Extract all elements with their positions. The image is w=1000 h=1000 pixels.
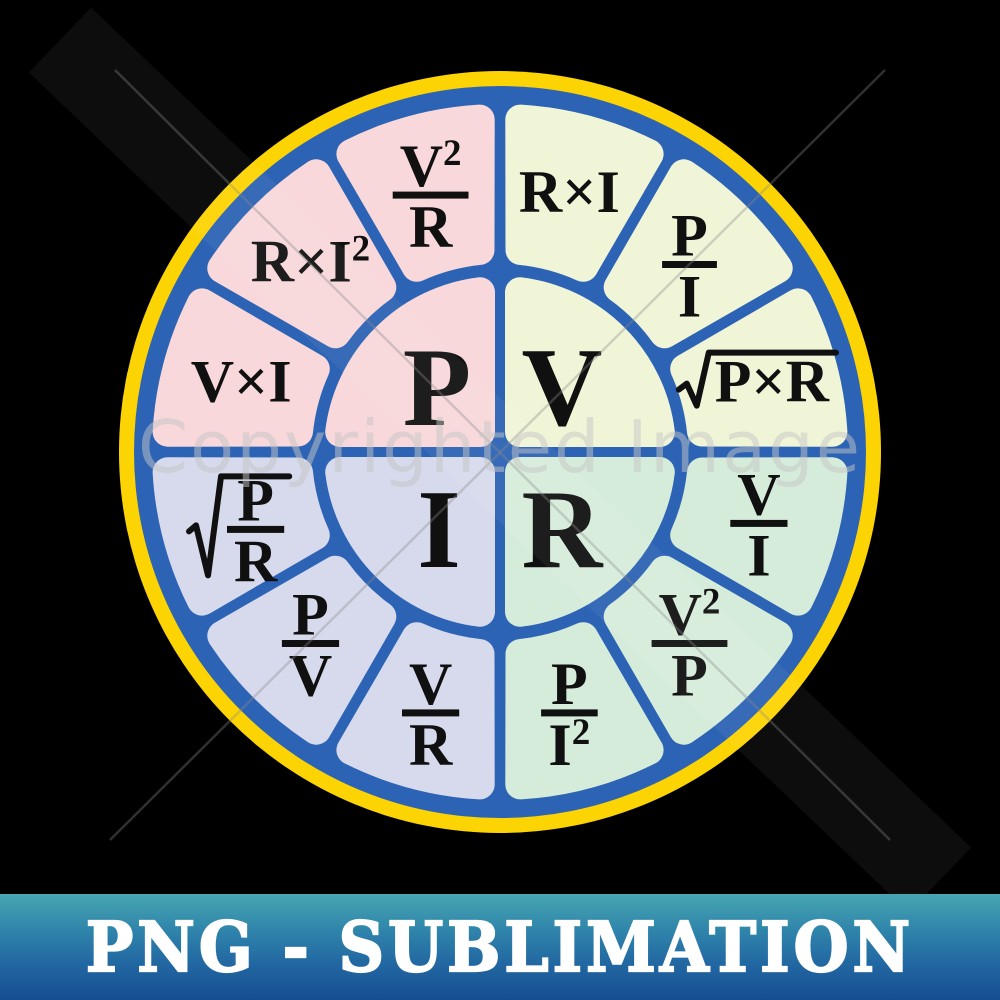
watermark-diagonal-line [109,69,886,841]
segment-V-over-I: VI [670,457,848,616]
formula-V-over-R: VR [402,651,460,778]
segment-R-times-I: R×I [505,104,664,282]
formula-text: P [551,651,588,717]
formula-text: V [737,461,780,527]
formula-text: R [409,194,453,260]
formula-V-times-I: V×I [191,349,292,415]
segment-P-over-I-squared: PI2 [505,622,664,800]
formula-text: V [409,651,452,717]
segment-sqrt-P-over-R: PR [152,457,330,616]
segment-V-squared-over-P: V2P [603,555,793,745]
segment-shape-V-over-I [670,457,848,616]
radical-sign [186,473,293,579]
inner-quadrant-voltage [505,277,675,447]
formula-P-over-V: PV [281,582,340,709]
segment-V-over-R: VR [336,622,495,800]
radical-sign [675,349,839,409]
formula-P-over-I: PI [662,202,717,329]
formula-R-times-I: R×I [519,159,620,225]
formula-V-squared-over-P: V2P [651,582,728,709]
banner: PNG - SUBLIMATION [0,894,1000,1000]
fraction-bar [402,709,460,717]
inner-quadrant-power [325,277,495,447]
watermark-text: Copyrighted Image [138,405,862,489]
formula-text: P [671,202,708,268]
quadrant-power: P V×I R×I2 V2R [152,104,495,450]
formula-text: V [289,643,332,709]
formula-text: P [292,582,329,648]
formula-V-over-I: VI [730,461,788,588]
formula-R-times-I-squared: R×I2 [251,228,370,294]
formula-text: R×I [519,159,620,225]
segment-sqrt-P-times-R: P×R [670,288,848,447]
segment-P-over-I: PI [603,159,793,349]
quadrant-letter-R: R [522,468,604,592]
segment-shape-P-over-I [603,159,793,349]
fraction-bar [281,640,340,647]
quadrant-letter-V: V [522,326,603,450]
watermark: Copyrighted Image [28,7,972,913]
segment-V-times-I: V×I [152,288,330,447]
formula-text: R [234,528,278,594]
fraction-bar [541,709,598,717]
watermark-glare-band [28,7,972,913]
formula-text: V2 [400,133,462,199]
formula-text: I [747,522,770,588]
fraction-bar [392,191,469,199]
banner-text: PNG - SUBLIMATION [85,906,915,988]
fraction-bar [227,525,285,533]
segment-P-over-V: PV [207,555,397,745]
formula-text: V×I [191,349,292,415]
inner-quadrant-resistance [505,457,675,627]
formula-text: P [671,643,708,709]
formula-text: I2 [548,712,590,778]
formula-text: R×I2 [251,228,370,294]
formula-sqrt-P-times-R: P×R [675,349,839,415]
formula-P-over-I-squared: PI2 [541,651,598,778]
formula-text: V2 [659,582,721,648]
segment-shape-V-squared-over-P [603,555,793,745]
fraction-bar [730,519,788,527]
quadrant-letter-P: P [403,326,471,450]
watermark-diagonal-line [114,69,891,841]
formula-text: P [237,467,274,533]
formula-text: P×R [715,349,830,415]
fraction-bar [662,261,717,268]
segment-V-squared-over-R: V2R [336,104,495,282]
segment-R-times-I-squared: R×I2 [207,159,397,349]
formula-text: I [678,263,701,329]
segment-shape-P-over-V [207,555,397,745]
segment-shape-R-times-I [505,104,664,282]
formula-V-squared-over-R: V2R [392,133,469,260]
formula-text: R [409,712,453,778]
segment-shape-R-times-I-squared [207,159,397,349]
quadrant-letter-I: I [417,468,461,592]
segment-shape-V-times-I [152,288,330,447]
formula-sqrt-P-over-R: PR [186,467,293,594]
fraction-bar [651,640,728,647]
inner-quadrant-current [325,457,495,627]
